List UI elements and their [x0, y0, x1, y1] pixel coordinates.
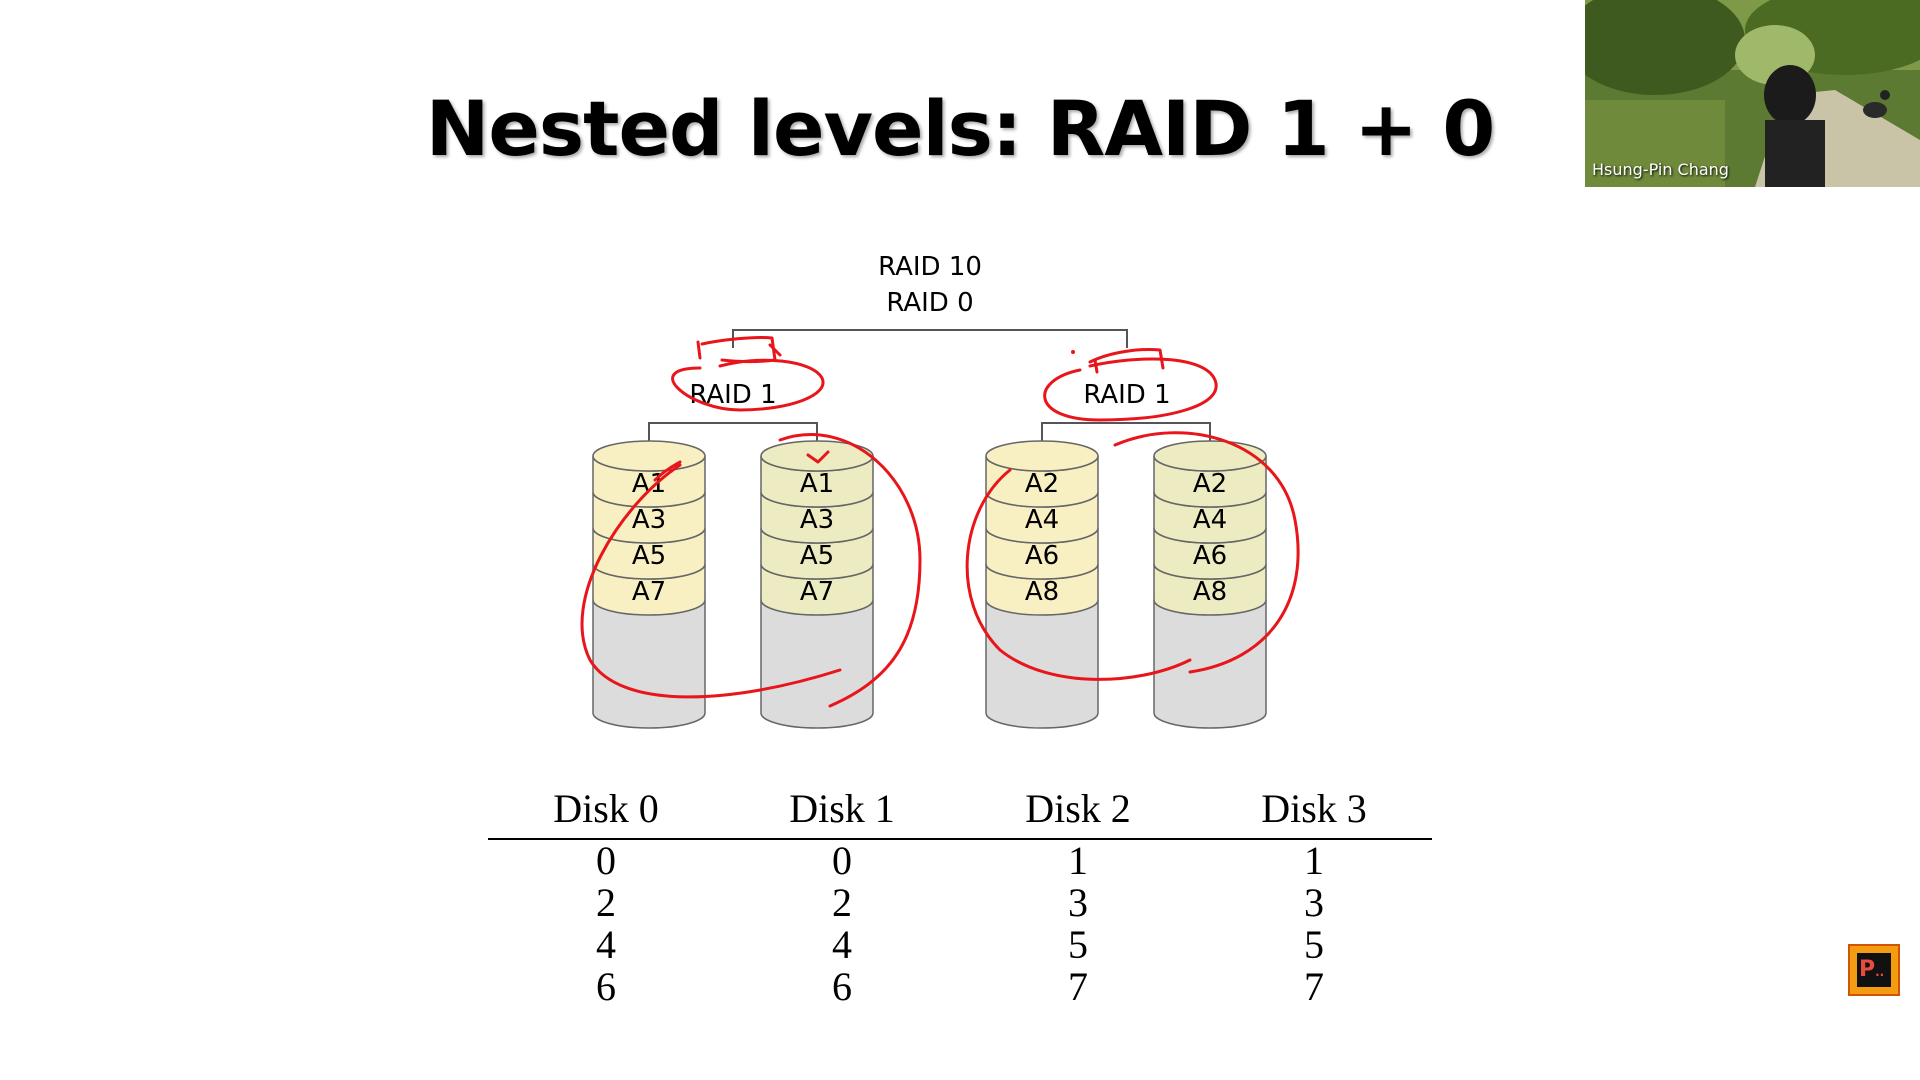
table-cell: 0 — [832, 838, 852, 883]
table-header-row: Disk 0 Disk 1 Disk 2 Disk 3 — [488, 785, 1432, 840]
table-row: 2 2 3 3 — [488, 882, 1432, 924]
app-badge-glyph: P.. — [1857, 953, 1891, 987]
disk-block-label: A3 — [632, 505, 666, 535]
table-header: Disk 0 — [488, 785, 724, 840]
pen-stroke — [1113, 431, 1300, 674]
pen-stroke — [965, 468, 1192, 681]
disk-block-label: A7 — [632, 577, 666, 607]
disk-block-label: A3 — [800, 505, 834, 535]
pen-stroke — [580, 463, 842, 699]
table-header: Disk 2 — [960, 785, 1196, 840]
disk-empty-space — [985, 599, 1099, 729]
pen-stroke — [1043, 357, 1218, 422]
disk-top-cap — [985, 440, 1099, 472]
disk-block-label: A5 — [800, 541, 834, 571]
table-cell: 5 — [1304, 922, 1324, 967]
disk-block-label: A6 — [1025, 541, 1059, 571]
participant-video-feed — [1585, 0, 1920, 187]
pen-stroke — [671, 358, 825, 412]
pen-dot — [1071, 350, 1075, 354]
table-row: 4 4 5 5 — [488, 924, 1432, 966]
pen-stroke — [653, 460, 682, 482]
disk-block-label: A7 — [800, 577, 834, 607]
table-cell: 3 — [1068, 880, 1088, 925]
raid1-label: RAID 1 — [689, 380, 776, 410]
disk-block-label: A2 — [1193, 469, 1227, 499]
table-header: Disk 3 — [1196, 785, 1432, 840]
disk-top-cap — [1153, 440, 1267, 472]
table-cell: 7 — [1068, 964, 1088, 1009]
table-header: Disk 1 — [724, 785, 960, 840]
disk-block-label: A4 — [1193, 505, 1227, 535]
pen-stroke — [696, 335, 782, 363]
pen-annotations — [580, 335, 1300, 708]
raid10-label: RAID 10 — [878, 252, 982, 282]
table-cell: 2 — [596, 880, 616, 925]
table-cell: 4 — [832, 922, 852, 967]
disk-block-label: A1 — [800, 469, 834, 499]
pen-stroke — [1088, 348, 1165, 374]
disk-empty-space — [592, 599, 706, 729]
raid0-label: RAID 0 — [886, 288, 973, 318]
raid0-connector — [732, 329, 1128, 348]
participant-video-tile[interactable]: Hsung-Pin Chang — [1585, 0, 1920, 187]
disk-top-cap — [592, 440, 706, 472]
disk-block-label: A2 — [1025, 469, 1059, 499]
table-cell: 6 — [832, 964, 852, 1009]
disk-block-label: A8 — [1193, 577, 1227, 607]
table-cell: 4 — [596, 922, 616, 967]
table-row: 6 6 7 7 — [488, 966, 1432, 1008]
disk-block-label: A8 — [1025, 577, 1059, 607]
disk-block-label: A6 — [1193, 541, 1227, 571]
raid1-connector — [1041, 422, 1211, 443]
participant-name: Hsung-Pin Chang — [1592, 160, 1729, 179]
table-cell: 5 — [1068, 922, 1088, 967]
table-cell: 7 — [1304, 964, 1324, 1009]
table-cell: 0 — [596, 838, 616, 883]
disk-block-label: A4 — [1025, 505, 1059, 535]
table-row: 0 0 1 1 — [488, 839, 1432, 882]
table-cell: 3 — [1304, 880, 1324, 925]
slide-title: Nested levels: RAID 1 + 0 — [425, 84, 1495, 173]
table-cell: 1 — [1304, 838, 1324, 883]
disk-empty-space — [1153, 599, 1267, 729]
table-cell: 6 — [596, 964, 616, 1009]
app-badge-icon[interactable]: P.. — [1848, 944, 1900, 996]
disk-block-label: A5 — [632, 541, 666, 571]
table-cell: 1 — [1068, 838, 1088, 883]
disk-table: Disk 0 Disk 1 Disk 2 Disk 3 0 0 1 1 2 2 … — [488, 785, 1432, 1008]
raid1-connector — [648, 422, 818, 443]
pen-stroke — [806, 450, 830, 464]
table-cell: 2 — [832, 880, 852, 925]
disk-empty-space — [760, 599, 874, 729]
pen-stroke — [778, 433, 922, 708]
raid1-label: RAID 1 — [1083, 380, 1170, 410]
